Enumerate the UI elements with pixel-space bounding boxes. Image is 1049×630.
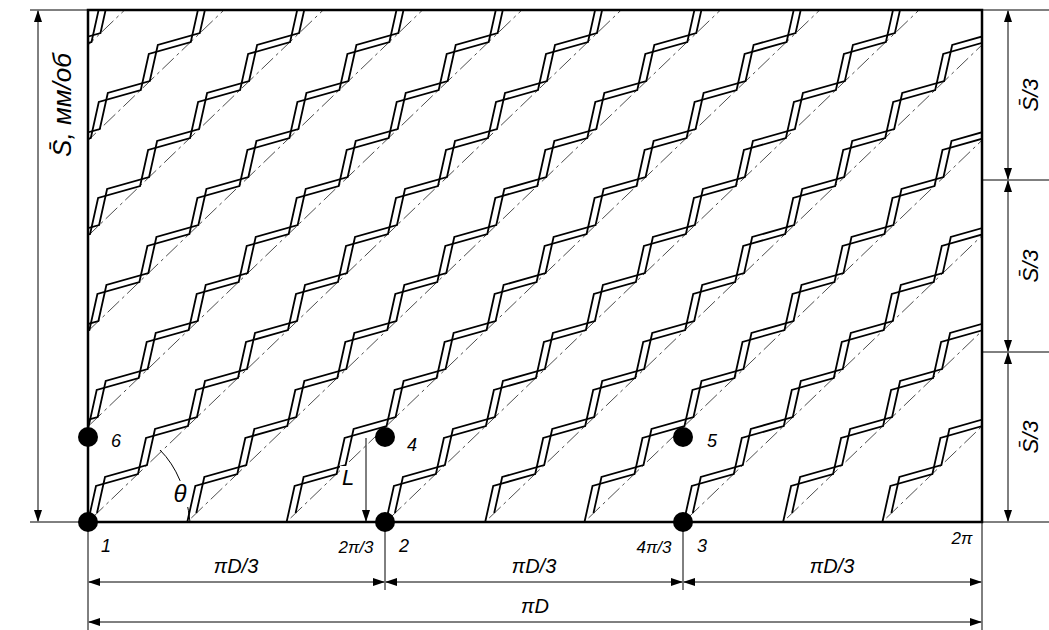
dimension-label: 6 [109,431,123,451]
dimension-label: L [340,466,356,490]
dimension-label: 2π [950,529,975,548]
dimension-label: πD [519,595,551,617]
dimension-label: 2π/3 [336,538,375,557]
dimension-label: θ [171,481,188,507]
dimension-label: πD/3 [510,555,559,577]
dimension-label: 2 [397,536,411,556]
surface-outline [88,10,982,522]
dimension-label: S̄/3 [1019,247,1043,284]
dimension-label: πD/3 [212,555,261,577]
dimension-label: S̄, мм/об [48,51,76,159]
dimension-label: 1 [99,536,113,556]
dimension-label: S̄/3 [1019,418,1043,455]
dimension-label: πD/3 [808,555,857,577]
dimension-label: 3 [695,536,709,556]
dimension-label: 4 [405,435,419,455]
dimension-label: S̄/3 [1019,76,1043,113]
dimension-label: 5 [705,431,719,451]
dimension-label: 4π/3 [634,538,673,557]
